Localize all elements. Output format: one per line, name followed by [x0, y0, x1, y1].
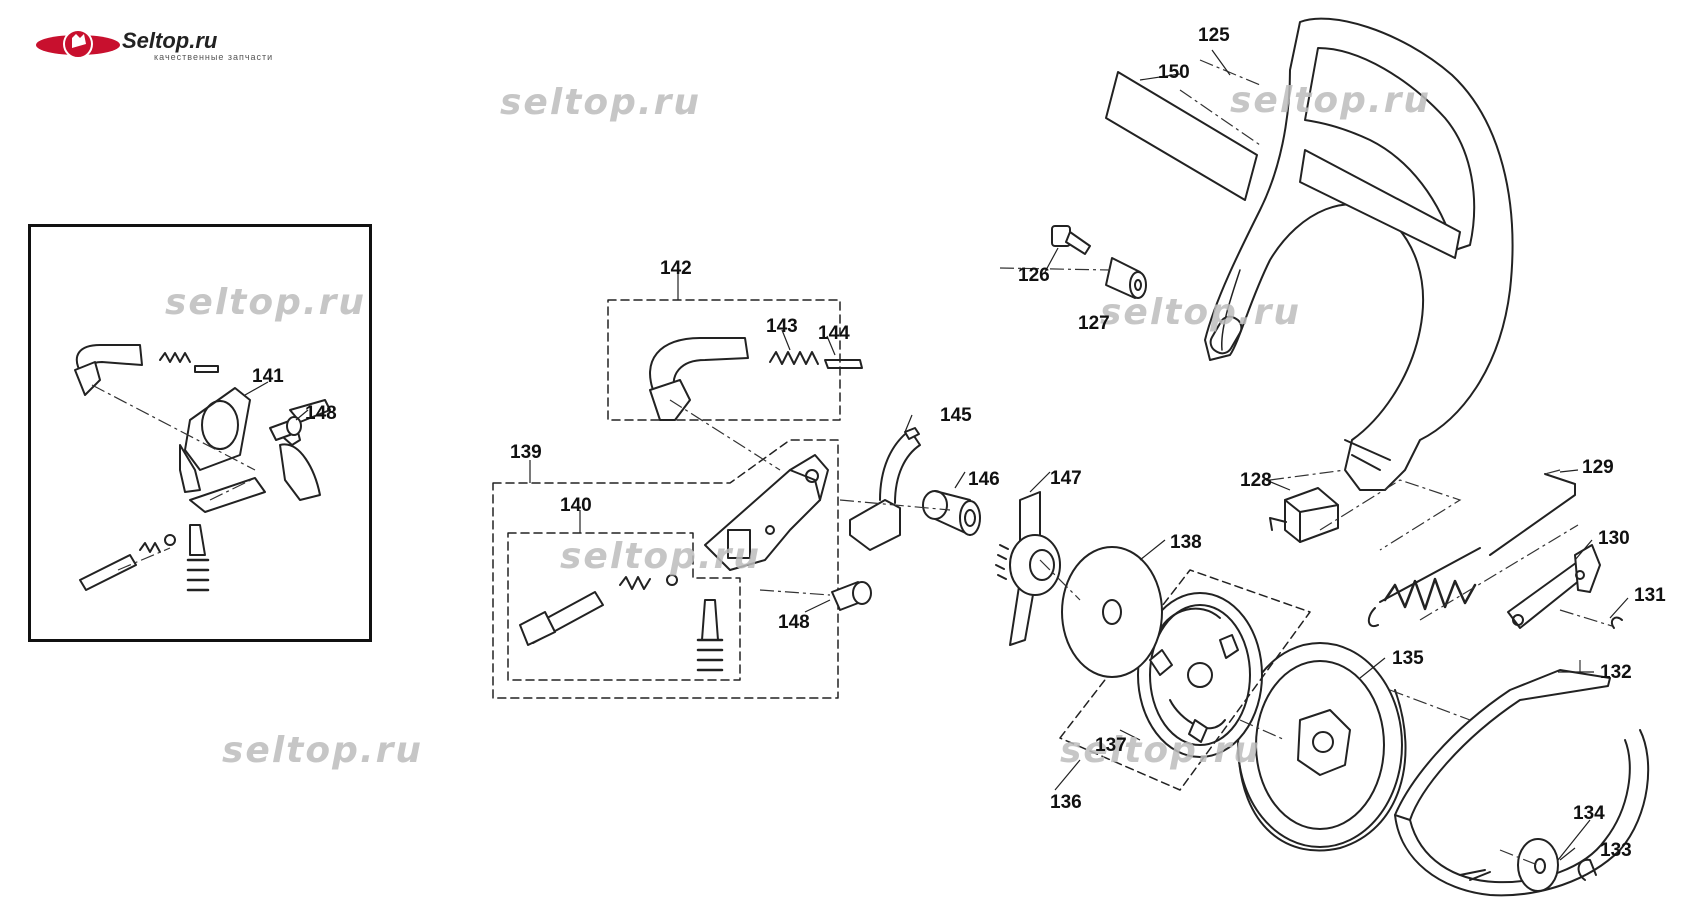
- watermark: seltop.ru: [500, 82, 701, 123]
- screw-148: [831, 581, 872, 611]
- logo-mark: [36, 29, 120, 59]
- oil-pump-139: [704, 454, 829, 571]
- inset-screw-148: [269, 416, 302, 441]
- label-150: 150: [1158, 62, 1190, 83]
- label-148: 148: [778, 612, 810, 633]
- clutch-drum-135: [1237, 642, 1407, 852]
- label-142: 142: [660, 258, 692, 279]
- label-139: 139: [510, 442, 542, 463]
- label-130: 130: [1598, 528, 1630, 549]
- circlip-131: [1610, 616, 1623, 629]
- worm-gear-147: [995, 491, 1061, 646]
- bushing-146: [922, 490, 981, 536]
- label-135: 135: [1392, 648, 1424, 669]
- label-125: 125: [1198, 25, 1230, 46]
- label-146: 146: [968, 469, 1000, 490]
- label-148-inset: 148: [305, 403, 337, 424]
- watermark: seltop.ru: [1060, 730, 1261, 771]
- oil-hose-145: [849, 427, 921, 551]
- washer-134: [1517, 838, 1559, 892]
- oil-hose-142: [649, 337, 863, 421]
- watermark: seltop.ru: [165, 282, 366, 323]
- brake-lever-130: [1507, 544, 1601, 629]
- label-132: 132: [1600, 662, 1632, 683]
- kit-142-outline: [607, 299, 841, 421]
- kit-140-outline: [507, 532, 741, 681]
- watermark: seltop.ru: [560, 536, 761, 577]
- clutch-137: [1137, 592, 1263, 758]
- kit-139-outline: [492, 439, 839, 699]
- label-133: 133: [1600, 840, 1632, 861]
- sticker-part: [1105, 71, 1258, 201]
- label-136: 136: [1050, 792, 1082, 813]
- watermark: seltop.ru: [1230, 80, 1431, 121]
- label-145: 145: [940, 405, 972, 426]
- brake-band-132: [1394, 669, 1650, 897]
- spring-129: [1367, 473, 1576, 628]
- circlip-133: [1577, 858, 1597, 881]
- disc-138: [1061, 546, 1163, 678]
- hand-guard-part: [1204, 17, 1514, 491]
- screw-126: [1051, 225, 1091, 255]
- label-131: 131: [1634, 585, 1666, 606]
- av-block-128: [1269, 487, 1339, 543]
- label-137: 137: [1095, 735, 1127, 756]
- logo-name: Seltop.ru: [122, 28, 218, 53]
- inset-assembly: [74, 344, 331, 592]
- watermark: seltop.ru: [1100, 292, 1301, 333]
- label-143: 143: [766, 316, 798, 337]
- label-127: 127: [1078, 313, 1110, 334]
- pump-screw-plug: [696, 599, 724, 672]
- logo: Seltop.ru качественные запчасти: [36, 26, 296, 66]
- label-144: 144: [818, 323, 850, 344]
- label-134: 134: [1573, 803, 1605, 824]
- label-126: 126: [1018, 265, 1050, 286]
- label-138: 138: [1170, 532, 1202, 553]
- label-147: 147: [1050, 468, 1082, 489]
- kit-136-outline: [1059, 569, 1311, 791]
- label-129: 129: [1582, 457, 1614, 478]
- label-140: 140: [560, 495, 592, 516]
- label-128: 128: [1240, 470, 1272, 491]
- label-141: 141: [252, 366, 284, 387]
- watermark: seltop.ru: [222, 730, 423, 771]
- pump-piston-140: [519, 574, 678, 646]
- logo-tagline: качественные запчасти: [154, 52, 274, 62]
- inset-frame: [28, 224, 372, 642]
- bush-127: [1105, 257, 1147, 299]
